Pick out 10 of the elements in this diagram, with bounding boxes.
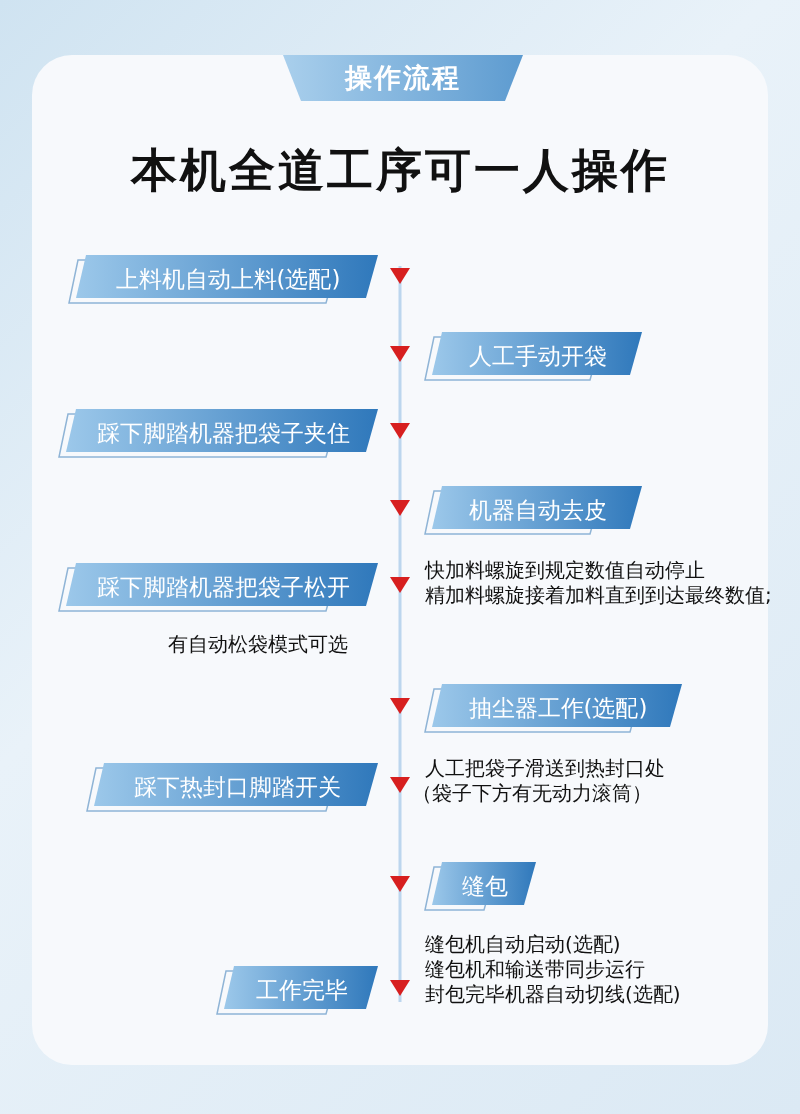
note-text: 人工把袋子滑送到热封口处 — [425, 756, 665, 781]
note-text: 有自动松袋模式可选 — [168, 632, 348, 657]
note-text: 封包完毕机器自动切线(选配) — [425, 982, 681, 1007]
note-text: 精加料螺旋接着加料直到到达最终数值; — [425, 583, 772, 608]
title: 本机全道工序可一人操作 — [129, 142, 671, 199]
note-text: 缝包机自动启动(选配) — [425, 932, 621, 957]
section-tab: 操作流程 — [283, 55, 523, 101]
note-text: 缝包机和输送带同步运行 — [425, 957, 645, 982]
note-text: 快加料螺旋到规定数值自动停止 — [425, 558, 705, 583]
note-text: （袋子下方有无动力滚筒） — [412, 781, 652, 806]
